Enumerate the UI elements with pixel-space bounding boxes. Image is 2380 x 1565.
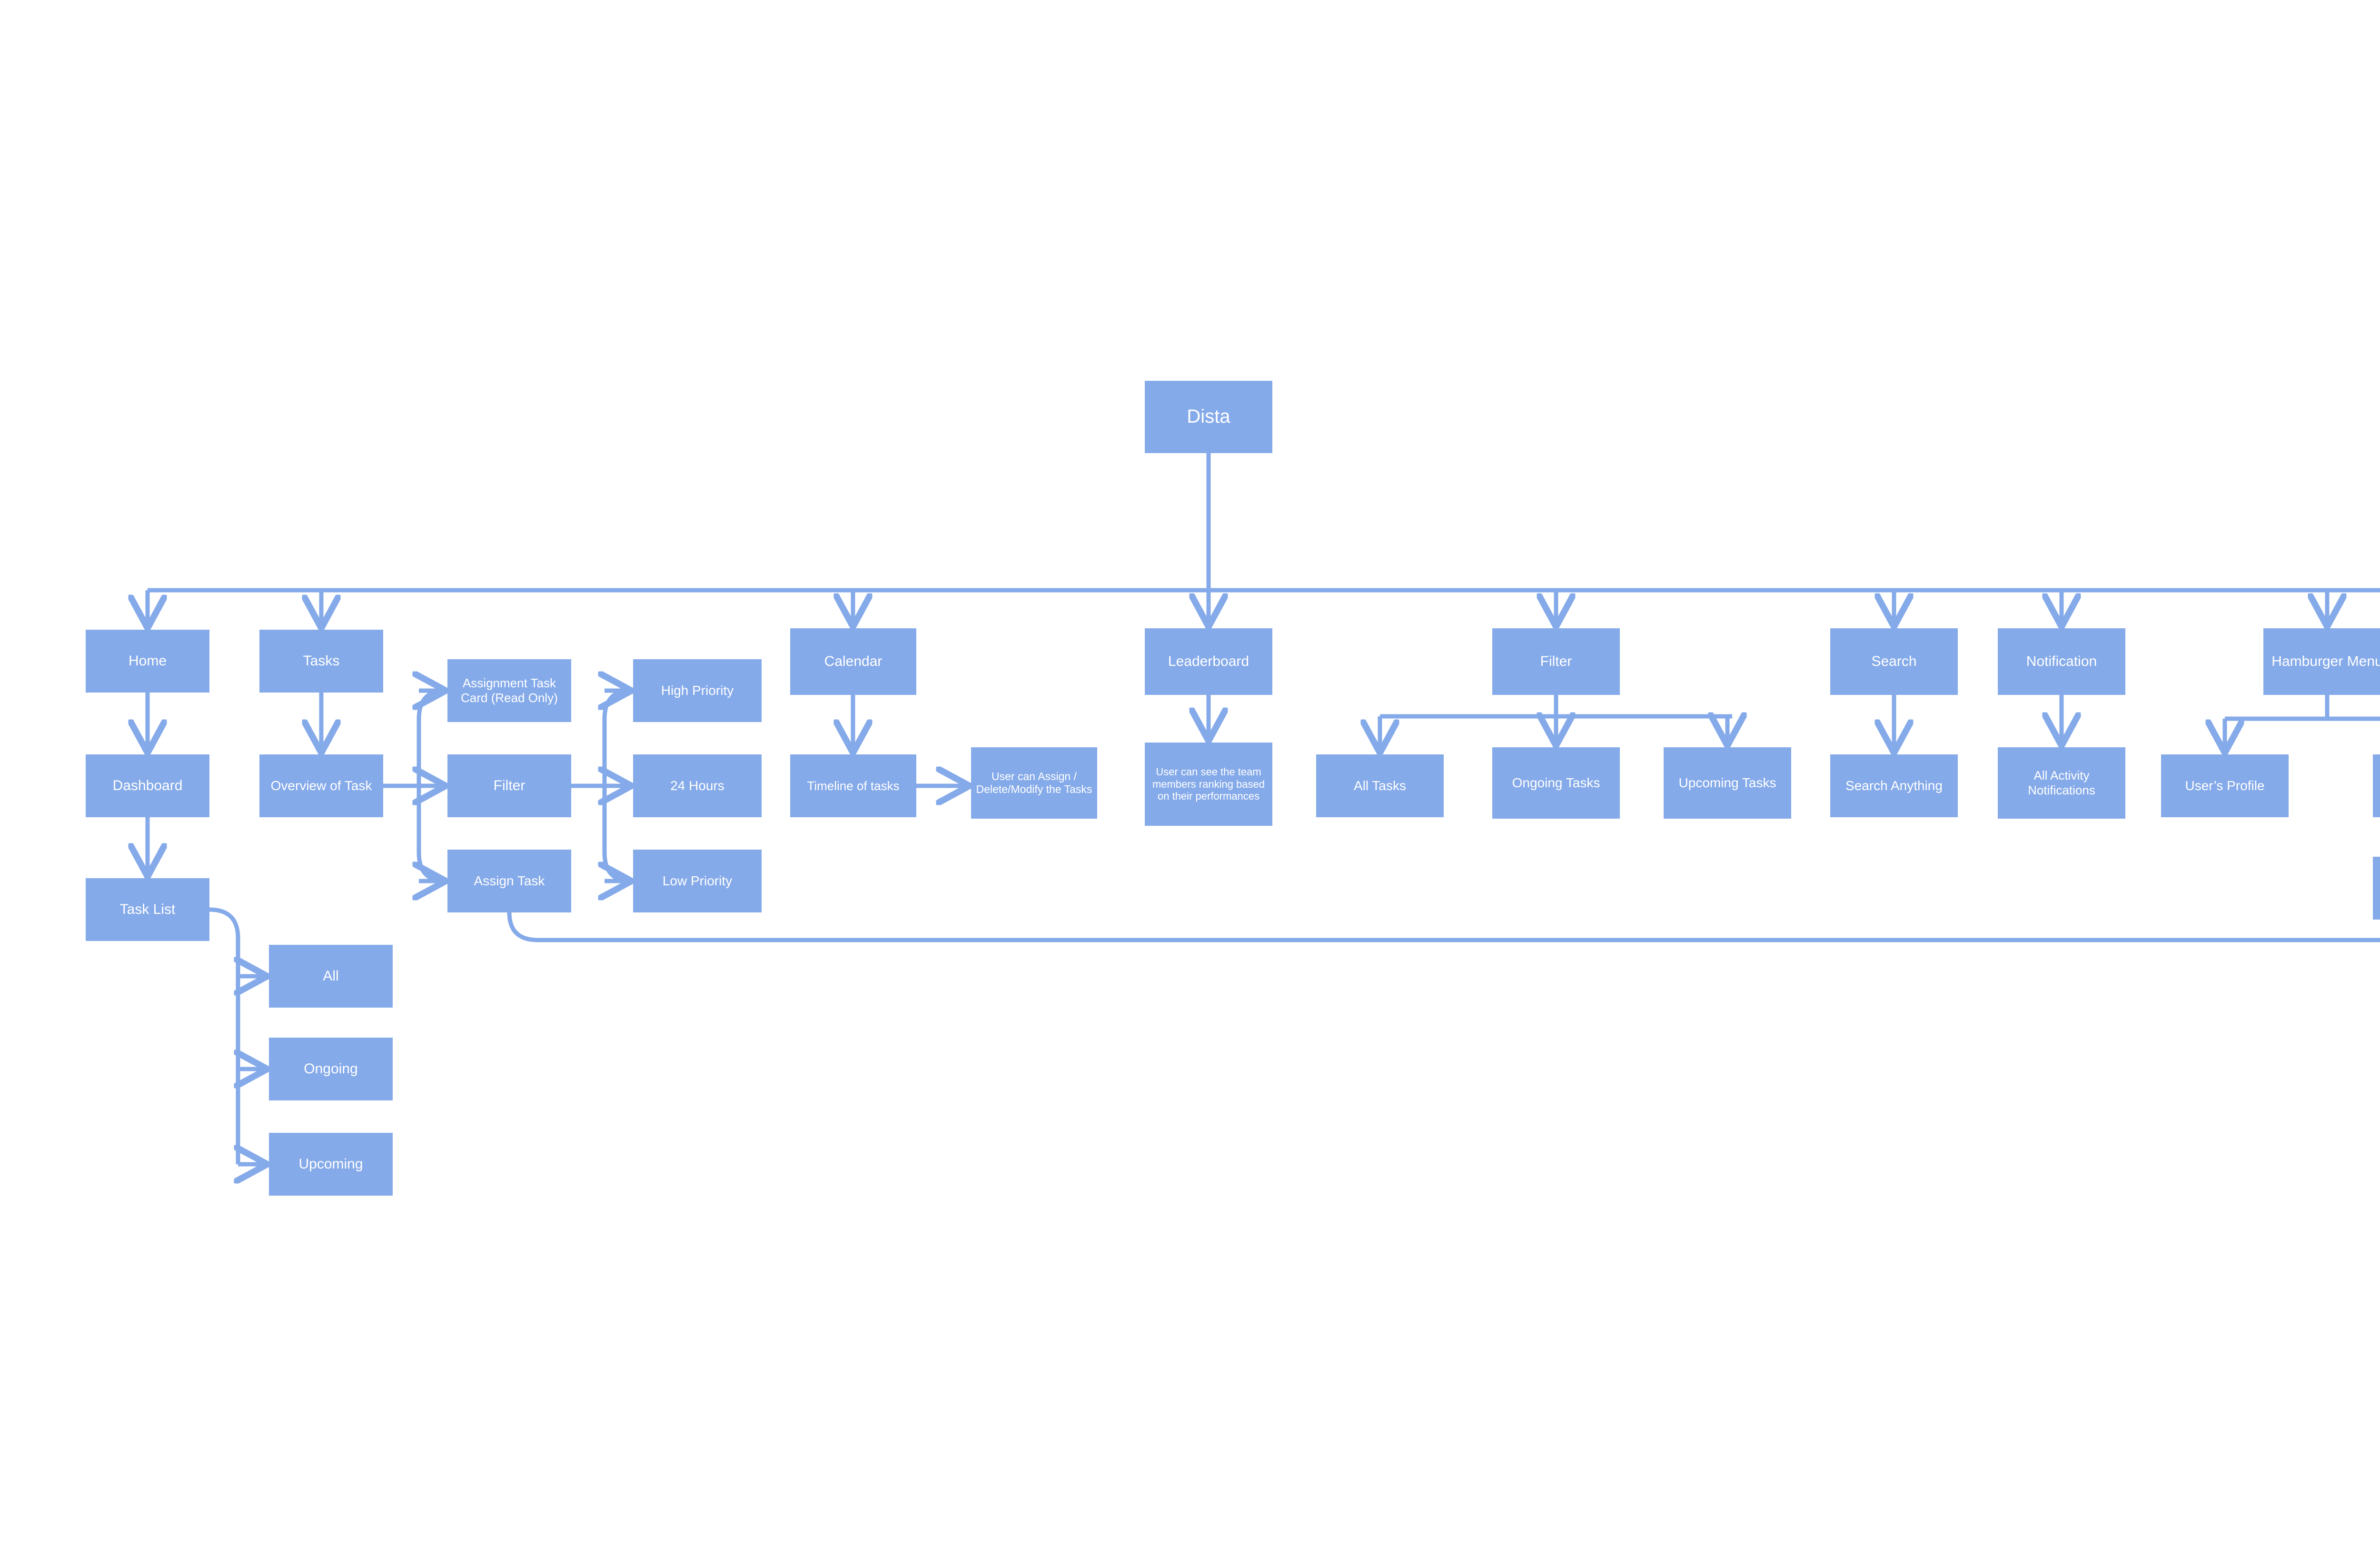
node-settings[interactable]: Settings (2373, 754, 2380, 817)
node-label-dista: Dista (1187, 406, 1230, 427)
node-assignment-card[interactable]: Assignment Task Card (Read Only) (447, 659, 571, 722)
node-filter-top[interactable]: Filter (1492, 628, 1620, 695)
node-tasks[interactable]: Tasks (259, 630, 383, 693)
node-label-assignment-card: Assignment Task Card (Read Only) (461, 676, 558, 705)
node-users-profile[interactable]: User’s Profile (2161, 754, 2289, 817)
node-low-priority[interactable]: Low Priority (633, 850, 762, 912)
node-label-ongoing-tasks: Ongoing Tasks (1512, 775, 1600, 791)
node-leaderboard[interactable]: Leaderboard (1145, 628, 1272, 695)
node-label-assign-task-mid: Assign Task (474, 873, 545, 889)
node-label-leaderboard: Leaderboard (1168, 654, 1250, 670)
edge-assigntaskmid-task-assign-form (507, 912, 2380, 942)
edge-overview-down (416, 852, 446, 883)
node-notification[interactable]: Notification (1998, 628, 2125, 695)
node-label-hamburger-menu: Hamburger Menu (2271, 654, 2380, 670)
node-label-filter-top: Filter (1540, 654, 1572, 670)
node-home[interactable]: Home (86, 630, 209, 693)
node-label-overview-task: Overview of Task (270, 778, 372, 793)
node-task-list[interactable]: Task List (86, 878, 209, 941)
node-label-home: Home (128, 653, 167, 669)
node-overview-task[interactable]: Overview of Task (259, 754, 383, 817)
node-timeline-tasks[interactable]: Timeline of tasks (790, 754, 916, 817)
node-label-high-priority: High Priority (661, 683, 734, 698)
node-label-timeline-tasks: Timeline of tasks (807, 778, 900, 793)
node-label-users-profile: User’s Profile (2185, 778, 2265, 793)
node-label-logout: Logout (2377, 880, 2380, 896)
node-filter-mid[interactable]: Filter (447, 754, 571, 817)
node-label-all-activity: All Activity Notifications (2028, 768, 2095, 797)
node-label-tasks: Tasks (303, 653, 340, 669)
node-hours-24[interactable]: 24 Hours (633, 754, 762, 817)
node-label-all-tasks: All Tasks (1354, 778, 1406, 793)
node-label-calendar: Calendar (824, 654, 883, 670)
node-high-priority[interactable]: High Priority (633, 659, 762, 722)
node-label-dashboard: Dashboard (112, 778, 183, 794)
node-label-ongoing: Ongoing (304, 1061, 358, 1077)
node-search[interactable]: Search (1830, 628, 1958, 695)
edge-filtermid-up (602, 688, 631, 720)
node-label-all: All (323, 968, 339, 984)
node-ongoing[interactable]: Ongoing (269, 1038, 393, 1100)
node-dista[interactable]: Dista (1145, 381, 1272, 453)
node-all[interactable]: All (269, 945, 393, 1008)
node-label-low-priority: Low Priority (662, 873, 733, 889)
node-dashboard[interactable]: Dashboard (86, 754, 209, 817)
node-label-search: Search (1871, 654, 1917, 670)
node-ranking[interactable]: User can see the team members ranking ba… (1145, 743, 1272, 826)
node-upcoming-tasks[interactable]: Upcoming Tasks (1664, 747, 1791, 819)
edge-tasklist-spine-top (209, 907, 240, 979)
node-assign-delete[interactable]: User can Assign / Delete/Modify the Task… (971, 747, 1097, 819)
node-logout[interactable]: Logout (2373, 857, 2380, 920)
node-upcoming[interactable]: Upcoming (269, 1133, 393, 1196)
edge-overview-up (416, 688, 446, 720)
node-all-tasks[interactable]: All Tasks (1316, 754, 1444, 817)
node-label-notification: Notification (2026, 654, 2097, 670)
node-label-task-list: Task List (119, 901, 176, 918)
node-ongoing-tasks[interactable]: Ongoing Tasks (1492, 747, 1620, 819)
node-label-settings: Settings (2377, 778, 2380, 793)
node-label-filter-mid: Filter (493, 778, 526, 794)
node-hamburger-menu[interactable]: Hamburger Menu (2263, 628, 2380, 695)
edge-filtermid-down (602, 852, 631, 883)
node-label-upcoming-tasks: Upcoming Tasks (1678, 775, 1776, 791)
node-label-ranking: User can see the team members ranking ba… (1152, 765, 1265, 802)
node-assign-task-mid[interactable]: Assign Task (447, 850, 571, 912)
node-calendar[interactable]: Calendar (790, 628, 916, 695)
node-label-search-anything: Search Anything (1845, 778, 1943, 793)
node-label-assign-delete: User can Assign / Delete/Modify the Task… (976, 770, 1092, 795)
node-label-upcoming: Upcoming (298, 1156, 363, 1172)
node-label-hours-24: 24 Hours (670, 778, 724, 793)
node-search-anything[interactable]: Search Anything (1830, 754, 1958, 817)
node-all-activity[interactable]: All Activity Notifications (1998, 747, 2125, 819)
